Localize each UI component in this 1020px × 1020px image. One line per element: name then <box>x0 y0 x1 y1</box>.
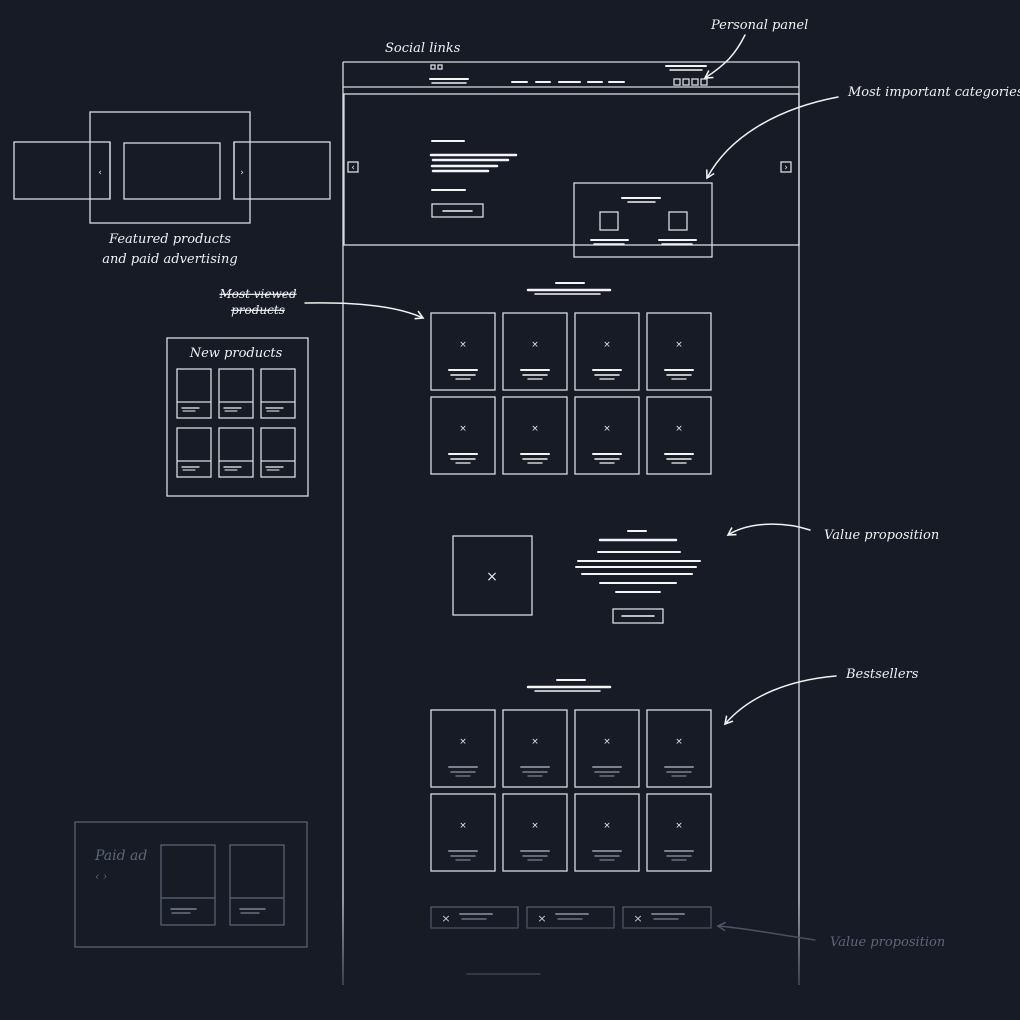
chevron-left-icon: ‹ <box>351 163 355 173</box>
label-bestsellers: Bestsellers <box>845 667 919 682</box>
label-most-viewed-products: products <box>231 303 285 317</box>
arrow-value-proposition <box>726 523 811 536</box>
x-mark-icon: × <box>459 821 467 831</box>
arrow-most-viewed <box>304 302 425 320</box>
label-most-important-categories: Most important categories <box>847 85 1020 100</box>
x-mark-icon: × <box>459 737 467 747</box>
category-tile[interactable] <box>599 211 619 231</box>
featured-carousel-sketch: ‹ › <box>13 111 331 224</box>
new-product-card[interactable] <box>260 368 296 419</box>
main-page-frame <box>342 61 800 985</box>
most-viewed-products-grid: × × × × × × × × <box>430 312 712 475</box>
product-card[interactable]: × <box>430 396 496 475</box>
hero-next-button[interactable] <box>780 161 792 173</box>
label-paid-ad: Paid ad <box>94 848 147 864</box>
new-products-grid <box>176 368 296 478</box>
x-mark-icon: × <box>459 424 467 434</box>
most-viewed-heading <box>526 282 612 295</box>
chevron-right-icon: › <box>784 163 788 173</box>
new-products-panel <box>166 337 309 497</box>
hero-carousel: ‹ › <box>343 93 800 246</box>
product-card[interactable]: × <box>430 312 496 391</box>
paid-ad-nav-icon: ‹ › <box>95 870 107 883</box>
new-product-card[interactable] <box>176 368 212 419</box>
x-mark-icon: × <box>531 340 539 350</box>
arrow-personal-panel <box>703 34 746 79</box>
x-mark-icon: × <box>603 424 611 434</box>
product-card[interactable]: × <box>646 312 712 391</box>
image-placeholder <box>452 535 533 616</box>
label-featured-products: Featured products <box>108 232 231 247</box>
label-personal-panel: Personal panel <box>710 18 808 33</box>
hero-cta-button[interactable] <box>431 203 484 218</box>
hero-prev-button[interactable] <box>347 161 359 173</box>
product-card[interactable]: × <box>646 793 712 872</box>
product-card[interactable]: × <box>646 709 712 788</box>
product-card[interactable]: × <box>574 396 640 475</box>
new-product-card[interactable] <box>218 427 254 478</box>
value-proposition-block: × <box>452 530 701 624</box>
new-product-card[interactable] <box>218 368 254 419</box>
x-mark-icon: × <box>531 737 539 747</box>
bottom-fade <box>330 900 820 1020</box>
x-mark-icon: × <box>675 737 683 747</box>
new-product-card[interactable] <box>176 427 212 478</box>
x-mark-icon: × <box>531 424 539 434</box>
chevron-right-icon: › <box>240 168 244 178</box>
arrow-bestsellers <box>723 675 837 726</box>
x-mark-icon: × <box>603 821 611 831</box>
product-card[interactable]: × <box>646 396 712 475</box>
x-mark-icon: × <box>531 821 539 831</box>
label-value-proposition-strip: Value proposition <box>830 935 945 950</box>
x-mark-icon: × <box>675 821 683 831</box>
product-card[interactable]: × <box>574 709 640 788</box>
paid-ad-panel <box>74 821 308 948</box>
x-mark-icon: × <box>603 737 611 747</box>
product-card[interactable]: × <box>502 709 568 788</box>
label-value-proposition: Value proposition <box>824 528 939 543</box>
chevron-left-icon: ‹ <box>98 168 102 178</box>
label-most-viewed: Most viewed <box>218 287 296 301</box>
product-card[interactable]: × <box>502 396 568 475</box>
bestsellers-heading <box>526 679 612 692</box>
arrow-categories <box>705 96 839 180</box>
categories-panel <box>573 182 713 258</box>
x-mark-icon: × <box>603 340 611 350</box>
x-mark-icon: × <box>486 569 498 585</box>
product-card[interactable]: × <box>574 312 640 391</box>
x-mark-icon: × <box>675 340 683 350</box>
label-new-products: New products <box>189 346 283 361</box>
product-card[interactable]: × <box>430 793 496 872</box>
x-mark-icon: × <box>459 340 467 350</box>
label-paid-advertising: and paid advertising <box>102 252 238 267</box>
product-card[interactable]: × <box>502 312 568 391</box>
header-bar <box>429 64 708 86</box>
new-product-card[interactable] <box>260 427 296 478</box>
product-card[interactable]: × <box>430 709 496 788</box>
value-cta-button[interactable] <box>612 608 664 624</box>
product-card[interactable]: × <box>502 793 568 872</box>
bestsellers-grid: × × × × × × × × <box>430 709 712 872</box>
category-tile[interactable] <box>668 211 688 231</box>
x-mark-icon: × <box>675 424 683 434</box>
label-social-links: Social links <box>385 41 461 56</box>
product-card[interactable]: × <box>574 793 640 872</box>
